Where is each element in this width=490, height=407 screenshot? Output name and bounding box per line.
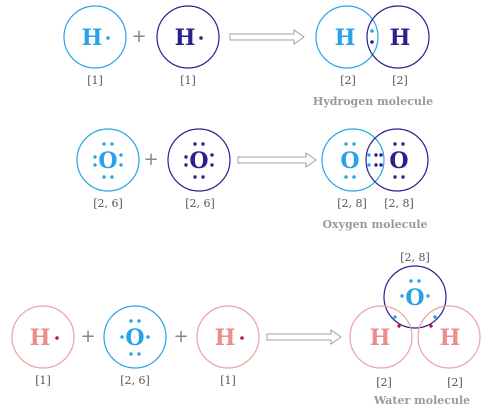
plus-sign: + bbox=[131, 26, 146, 47]
water-molecule-left-h-symbol: H bbox=[370, 325, 391, 351]
electron-dots bbox=[344, 142, 405, 179]
hydrogen-molecule-left-symbol: H bbox=[335, 25, 356, 51]
oxygen-molecule-caption: Oxygen molecule bbox=[322, 218, 427, 231]
electron-dots bbox=[93, 142, 123, 179]
plus-sign: + bbox=[80, 326, 95, 347]
oxygen-molecule-left-symbol: O bbox=[340, 148, 359, 174]
oxygen-molecule: O O [2, 8] [2, 8] Oxygen molecule bbox=[321, 128, 429, 231]
electron-dot bbox=[106, 36, 110, 40]
shared-electron-dot bbox=[370, 40, 374, 44]
electron-dots bbox=[393, 279, 437, 328]
water-molecule-right-h-symbol: H bbox=[440, 325, 461, 351]
hydrogen-molecule-caption: Hydrogen molecule bbox=[313, 95, 433, 108]
oxygen-molecule-right-symbol: O bbox=[389, 148, 408, 174]
electron-dot bbox=[55, 336, 59, 340]
plus-sign: + bbox=[143, 149, 158, 170]
water-row: H [1] + O [2, 6] + H [1] bbox=[11, 251, 481, 407]
hydrogen-molecule-right-symbol: H bbox=[390, 25, 411, 51]
water-hydrogen-atom-2: H [1] bbox=[196, 305, 260, 387]
hydrogen-atom-1-config: [1] bbox=[87, 74, 103, 87]
oxygen-atom-1: O [2, 6] bbox=[76, 128, 140, 210]
water-molecule-oxygen-config: [2, 8] bbox=[400, 251, 430, 264]
shared-electron-dot bbox=[370, 29, 374, 33]
water-hydrogen-1-config: [1] bbox=[35, 374, 51, 387]
water-oxygen-config: [2, 6] bbox=[120, 374, 150, 387]
water-oxygen-atom: O [2, 6] bbox=[103, 305, 167, 387]
water-molecule-left-config: [2] bbox=[376, 376, 392, 389]
water-hydrogen-1-symbol: H bbox=[30, 325, 51, 351]
reaction-arrow bbox=[229, 29, 305, 45]
water-hydrogen-2-symbol: H bbox=[215, 325, 236, 351]
electron-dot bbox=[199, 36, 203, 40]
oxygen-row: O [2, 6] + O [2, 6] bbox=[76, 128, 429, 231]
hydrogen-atom-2-symbol: H bbox=[175, 25, 196, 51]
oxygen-molecule-left-config: [2, 8] bbox=[337, 197, 367, 210]
reaction-arrow bbox=[266, 329, 342, 345]
reaction-arrow bbox=[237, 152, 317, 168]
hydrogen-row: H [1] + H [1] H H [2] [2] Hydrogen molec… bbox=[63, 5, 433, 108]
electron-dot bbox=[240, 336, 244, 340]
oxygen-atom-2: O [2, 6] bbox=[167, 128, 231, 210]
hydrogen-molecule: H H [2] [2] Hydrogen molecule bbox=[313, 5, 433, 108]
oxygen-atom-1-config: [2, 6] bbox=[93, 197, 123, 210]
hydrogen-molecule-left-config: [2] bbox=[340, 74, 356, 87]
water-molecule-oxygen-shell bbox=[383, 265, 447, 329]
hydrogen-atom-1: H [1] bbox=[63, 5, 127, 87]
water-molecule-oxygen-symbol: O bbox=[405, 285, 424, 311]
water-molecule: O H H [2, 8] [2] [2] Water molecule bbox=[349, 251, 481, 407]
water-hydrogen-2-config: [1] bbox=[220, 374, 236, 387]
water-oxygen-symbol: O bbox=[125, 325, 144, 351]
hydrogen-atom-1-symbol: H bbox=[82, 25, 103, 51]
electron-dots bbox=[184, 142, 214, 179]
electron-dots bbox=[120, 319, 150, 356]
oxygen-atom-1-symbol: O bbox=[98, 148, 117, 174]
water-hydrogen-atom-1: H [1] bbox=[11, 305, 75, 387]
oxygen-molecule-right-config: [2, 8] bbox=[384, 197, 414, 210]
hydrogen-atom-2-config: [1] bbox=[180, 74, 196, 87]
oxygen-atom-2-symbol: O bbox=[189, 148, 208, 174]
plus-sign: + bbox=[173, 326, 188, 347]
water-molecule-caption: Water molecule bbox=[373, 394, 470, 407]
hydrogen-atom-2: H [1] bbox=[156, 5, 220, 87]
water-molecule-right-config: [2] bbox=[447, 376, 463, 389]
hydrogen-molecule-right-config: [2] bbox=[392, 74, 408, 87]
oxygen-atom-2-config: [2, 6] bbox=[185, 197, 215, 210]
